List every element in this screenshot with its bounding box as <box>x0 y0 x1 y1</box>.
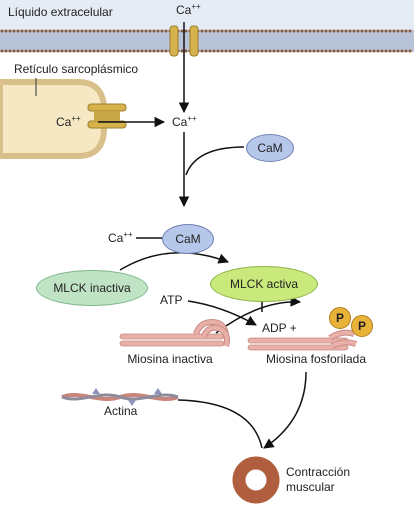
contraction-label-line2: muscular <box>286 480 335 494</box>
sr-label: Retículo sarcoplásmico <box>14 62 139 76</box>
sarcoplasmic-reticulum <box>0 78 107 159</box>
actin-label: Actina <box>104 404 138 418</box>
phosphate-badge-1: P <box>329 307 351 329</box>
actin-filament <box>61 388 179 406</box>
contraction-ring-icon <box>232 456 280 504</box>
calcium-ion-cytosol: Ca++ <box>172 114 197 130</box>
arrow-myosin-contraction <box>263 371 307 449</box>
myosin-phosphorylated-label: Miosina fosforilada <box>265 352 367 366</box>
myosin-inactive-label: Miosina inactiva <box>127 352 213 366</box>
calcium-ion-sr: Ca++ <box>56 114 81 130</box>
cell-membrane <box>0 0 414 53</box>
arrow-atp-adp <box>187 300 257 326</box>
membrane-calcium-channel <box>169 25 199 57</box>
calmodulin-free: CaM <box>246 134 294 162</box>
myosin-phosphorylated-shape <box>247 329 357 351</box>
arrow-actin-contraction <box>177 399 263 449</box>
contraction-label-line1: Contracción <box>286 465 351 479</box>
atp-label: ATP <box>160 293 183 307</box>
myosin-inactive-shape <box>119 318 230 347</box>
phosphate-badge-2: P <box>351 315 373 337</box>
arrow-cam-join <box>185 146 245 176</box>
mlck-active: MLCK activa <box>210 266 318 302</box>
extracellular-label: Líquido extracelular <box>8 5 113 19</box>
adp-label: ADP + <box>262 321 297 335</box>
calcium-ion-extracellular: Ca++ <box>176 2 201 18</box>
calmodulin-bound: CaM <box>162 224 214 254</box>
contraction-label: Contracción muscular <box>286 465 350 495</box>
mlck-inactive: MLCK inactiva <box>36 270 148 306</box>
calcium-ion-bound: Ca++ <box>108 230 133 246</box>
arrow-mlck-activation <box>119 251 229 271</box>
